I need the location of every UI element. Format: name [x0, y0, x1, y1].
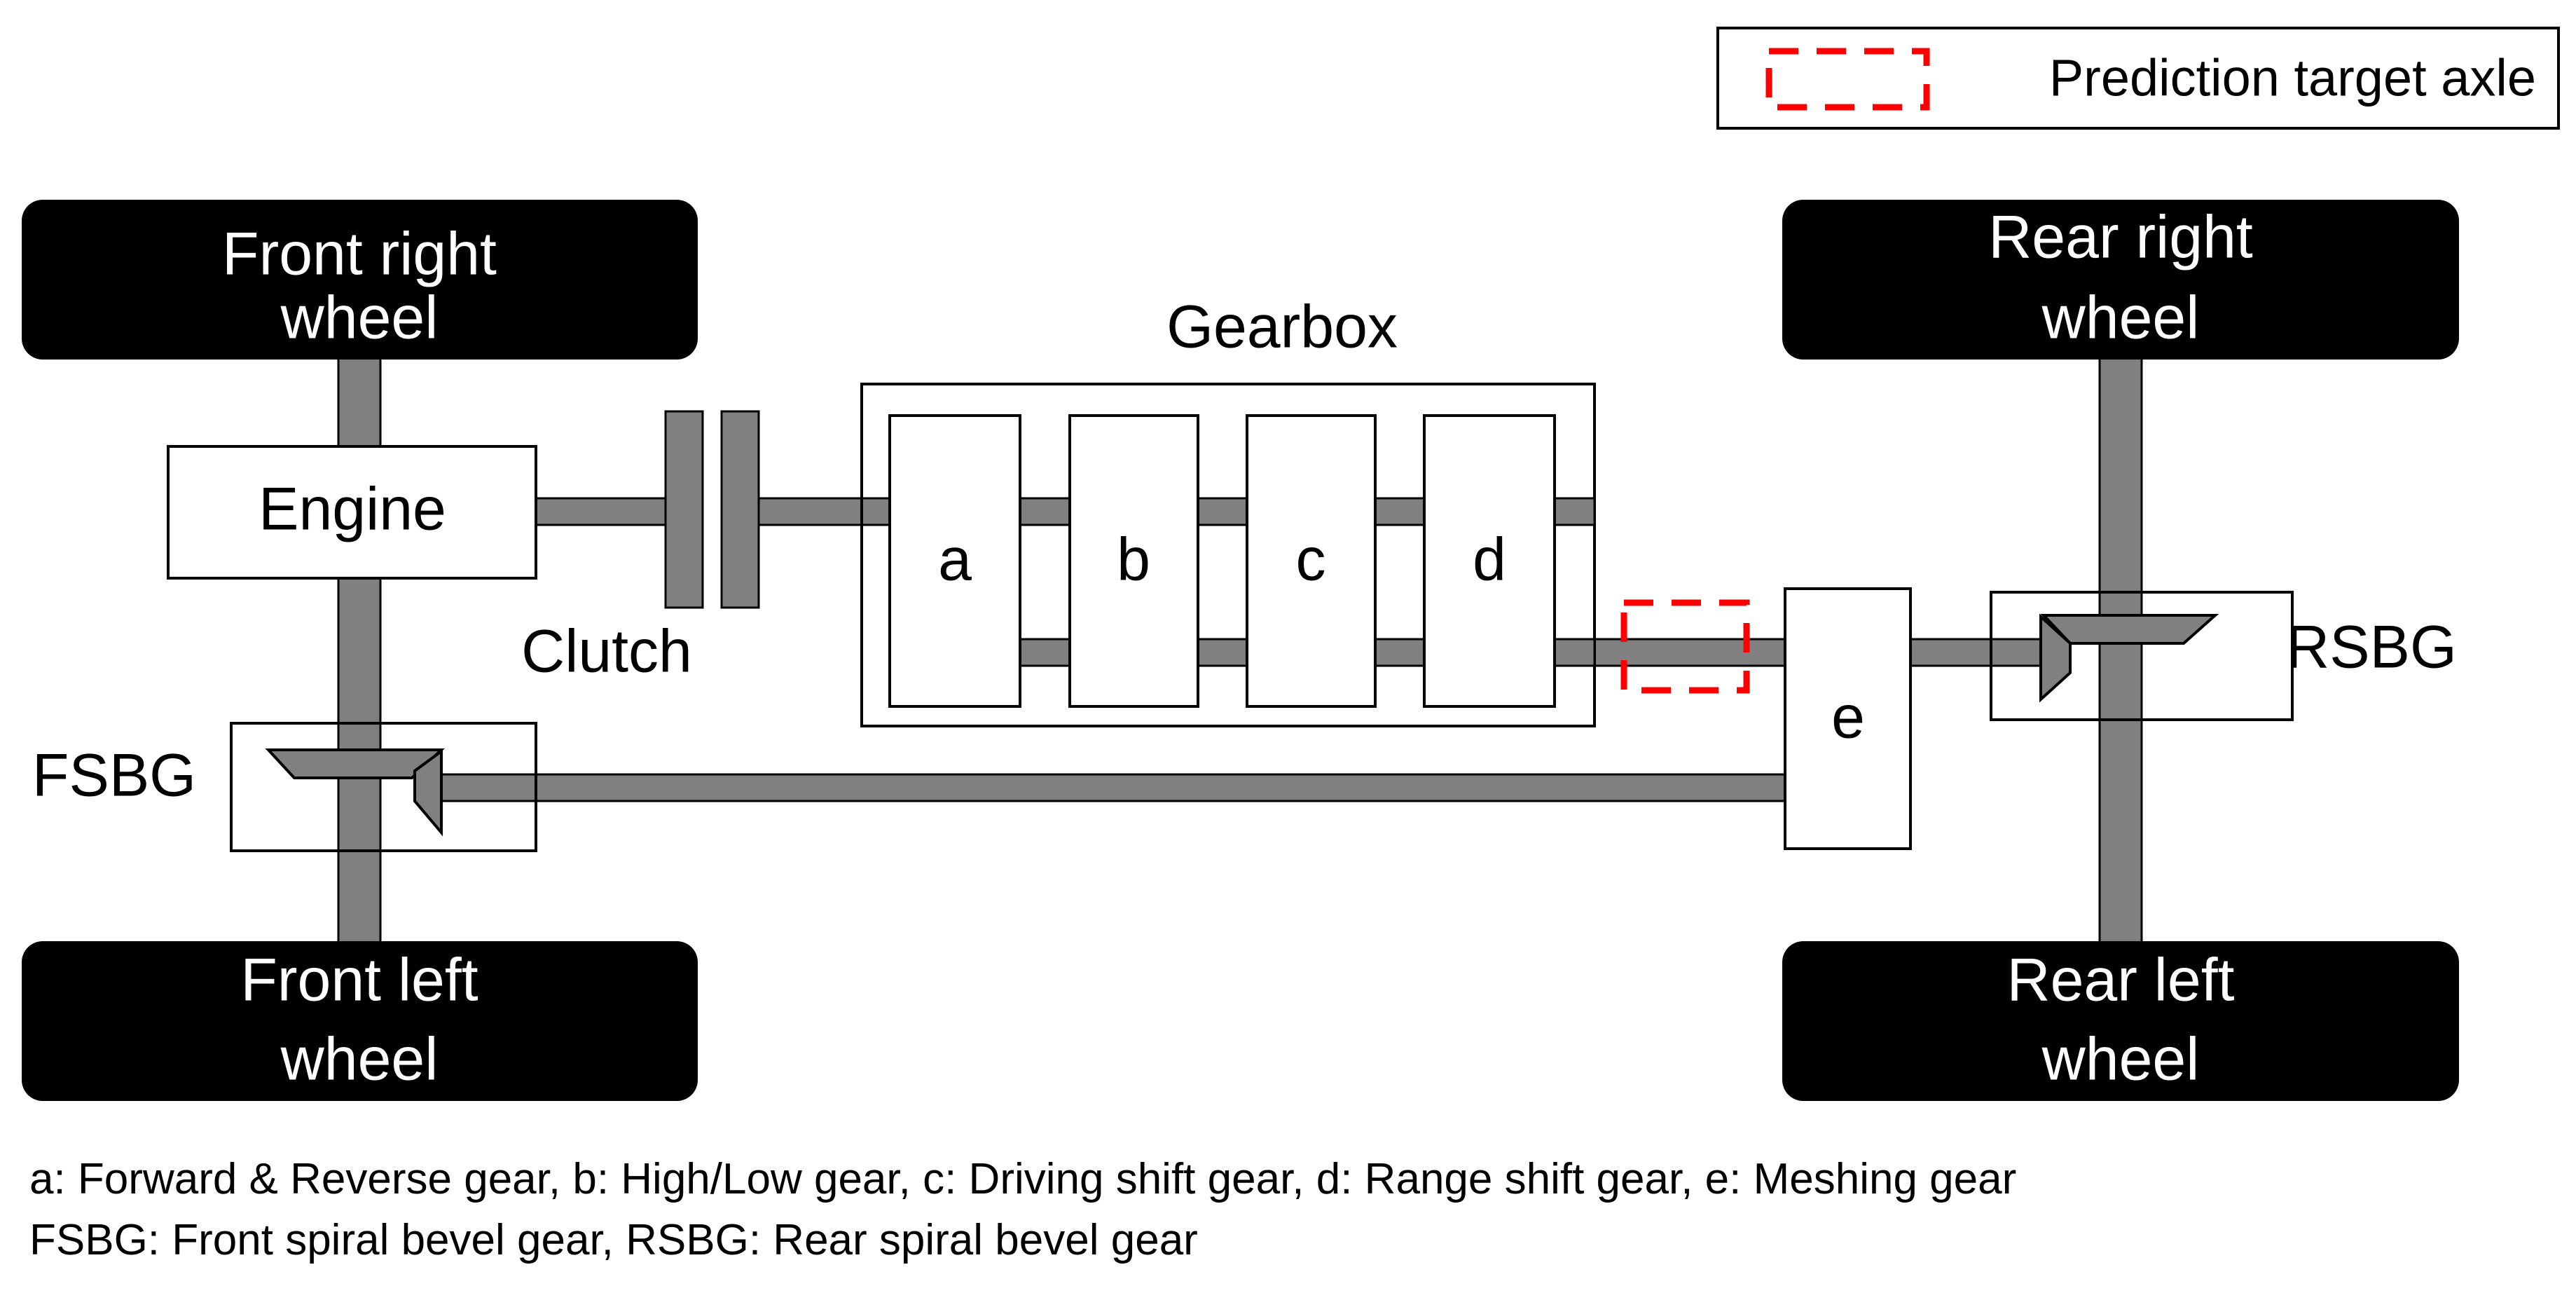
gearbox-label: Gearbox [1166, 294, 1398, 361]
gear-e: e [1784, 587, 1912, 850]
fsbg-housing [230, 722, 537, 852]
wheel-front-right-line1: Front right [222, 221, 497, 288]
rsbg-crown-gear [2040, 614, 2219, 645]
gear-b: b [1068, 414, 1199, 708]
rsbg-pinion-gear [2039, 613, 2072, 703]
front-axle-shaft [337, 354, 382, 947]
gear-c: c [1246, 414, 1377, 708]
fsbg: FSBG [32, 722, 537, 852]
caption: a: Forward & Reverse gear, b: High/Low g… [29, 1155, 2016, 1264]
rsbg: RSBG [1990, 591, 2457, 721]
gearbox-housing [860, 383, 1596, 727]
gear-e-label: e [1831, 684, 1865, 751]
wheel-front-left-line2: wheel [280, 1026, 439, 1093]
engine-clutch-shaft [535, 497, 667, 526]
rsbg-label: RSBG [2286, 614, 2457, 681]
e-to-rsbg-shaft [1909, 638, 2048, 667]
engine-label: Engine [259, 476, 446, 543]
prediction-target-marker [1620, 599, 1750, 694]
propeller-shaft [415, 773, 1786, 802]
legend-swatch [1765, 48, 1930, 111]
legend-box [1716, 27, 2560, 130]
wheel-rear-right-line2: wheel [2041, 285, 2200, 352]
clutch: Clutch [521, 410, 760, 685]
wheel-rear-left: Rear left wheel [1782, 941, 2459, 1101]
wheel-front-left: Front left wheel [22, 941, 698, 1101]
wheel-rear-right: Rear right wheel [1782, 200, 2459, 360]
wheel-front-right: Front right wheel [22, 200, 698, 360]
wheel-rear-left-line1: Rear left [2006, 947, 2234, 1014]
wheel-rear-left-line2: wheel [2041, 1026, 2200, 1093]
clutch-label: Clutch [521, 618, 692, 685]
fsbg-crown-gear [265, 748, 445, 779]
clutch-plate-left [664, 410, 704, 609]
fsbg-pinion-gear [413, 748, 443, 837]
engine-box: Engine [167, 445, 537, 580]
rsbg-housing [1990, 591, 2294, 721]
gear-d: d [1423, 414, 1556, 708]
fsbg-label: FSBG [32, 742, 196, 809]
rear-axle-shaft [2098, 354, 2143, 947]
legend-label: Prediction target axle [2049, 49, 2536, 107]
gearbox: Gearbox a b c d [860, 294, 1596, 727]
gear-c-label: c [1296, 526, 1326, 594]
wheel-rear-right-line1: Rear right [1988, 204, 2253, 271]
clutch-plate-right [720, 410, 760, 609]
gear-d-label: d [1473, 526, 1506, 594]
caption-line-1: a: Forward & Reverse gear, b: High/Low g… [29, 1155, 2016, 1203]
wheel-front-right-line2: wheel [280, 285, 439, 352]
wheel-front-left-line1: Front left [240, 947, 478, 1014]
caption-line-2: FSBG: Front spiral bevel gear, RSBG: Rea… [29, 1216, 1198, 1264]
clutch-gearbox-shaft [757, 497, 891, 526]
gear-a: a [888, 414, 1021, 708]
gear-b-label: b [1117, 526, 1150, 594]
gear-a-label: a [938, 526, 972, 594]
legend: Prediction target axle [1716, 27, 2560, 130]
